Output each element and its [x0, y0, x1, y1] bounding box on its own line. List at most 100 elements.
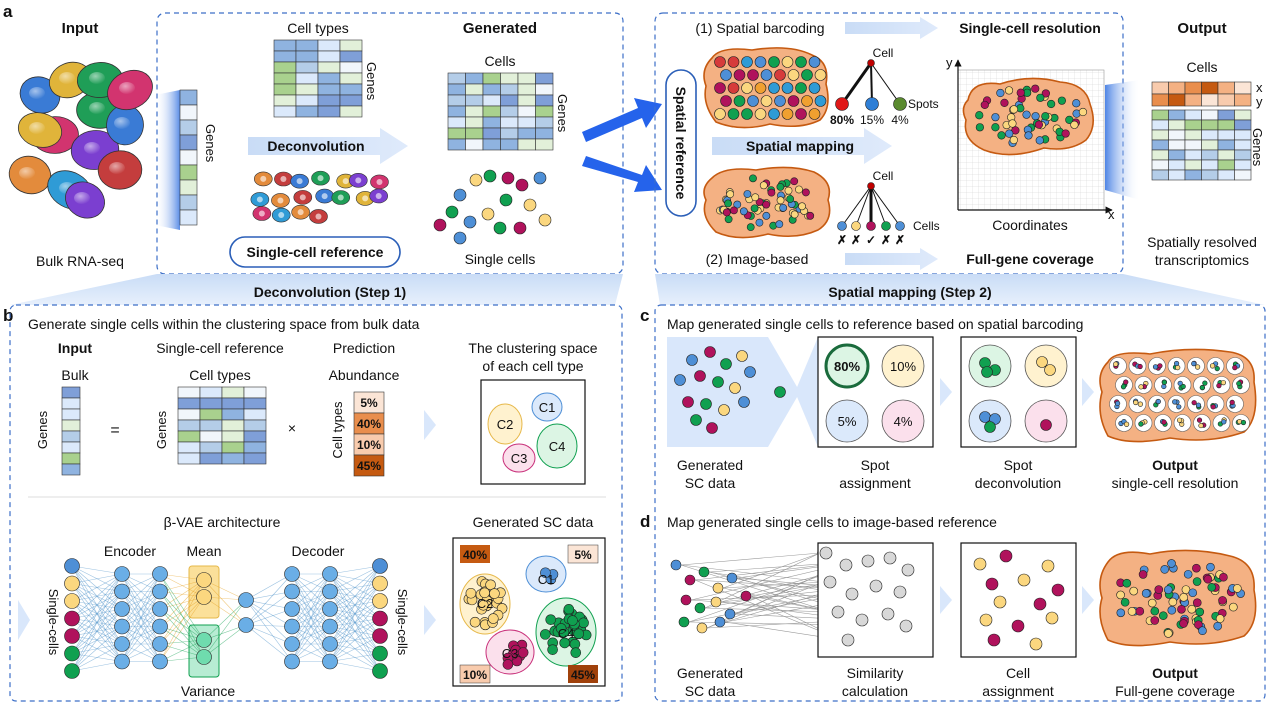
- network-edge: [71, 661, 123, 672]
- b-prediction-title: Prediction: [333, 340, 395, 356]
- barcode-spot: [733, 69, 746, 81]
- matrix-cell: [221, 408, 245, 421]
- spot-cell: [1220, 380, 1226, 386]
- network-edge: [329, 565, 381, 662]
- panel-b-box: [9, 304, 623, 702]
- d-sc-cell: [714, 616, 726, 628]
- network-edge: [329, 565, 381, 575]
- reference-gray-cell: [823, 575, 837, 589]
- d-chevron-2: [940, 586, 952, 614]
- generated-cell: [483, 169, 497, 183]
- mapped-cell: [1035, 136, 1044, 145]
- matrix-cell: [273, 50, 297, 63]
- c-cap1-1: Generated: [677, 457, 743, 473]
- d-sc-cell: [684, 574, 696, 586]
- spot-cell: [1176, 417, 1183, 423]
- output-cell: [1195, 607, 1205, 617]
- matrix-cell: [295, 72, 319, 85]
- network-edge: [245, 573, 293, 626]
- cluster-cell: [559, 637, 570, 649]
- similarity-frame: [817, 542, 934, 658]
- network-node: [114, 566, 130, 582]
- cross-icon: ✗: [851, 233, 861, 247]
- reference-cells-illustration: [250, 170, 389, 224]
- matrix-cell: [1168, 109, 1186, 121]
- matrix-cell: [1184, 119, 1202, 131]
- output-matrix: [1151, 81, 1252, 181]
- matrix-cell: [465, 127, 484, 140]
- network-edge: [71, 573, 123, 637]
- d-sc-cell: [678, 616, 690, 628]
- reference-gray-cell: [861, 554, 875, 568]
- output-cell: [1192, 577, 1202, 586]
- mapped-cell: [1022, 110, 1031, 119]
- matrix-cell: [199, 441, 223, 454]
- image-cell: [733, 200, 742, 209]
- c-chevron-in: [795, 337, 818, 447]
- spot-cell: [1120, 384, 1127, 390]
- spot-5-label: 5%: [838, 414, 857, 429]
- coord-cell: [1184, 93, 1202, 107]
- vector-cell: [61, 463, 81, 476]
- cluster-cell: [547, 644, 558, 655]
- ref-cell-nucleus: [315, 213, 322, 220]
- barcode-spot: [741, 108, 753, 120]
- image-cell: [776, 183, 785, 191]
- matrix-cell: [447, 127, 466, 140]
- arrow-to-spatial-upper: [582, 98, 662, 142]
- matrix-cell: [177, 452, 201, 465]
- clustering-title-2: of each cell type: [482, 358, 583, 374]
- similarity-link: [690, 564, 841, 601]
- network-node: [64, 628, 80, 644]
- spot-cell: [1195, 402, 1202, 408]
- tissue-cell-shine: [29, 87, 45, 99]
- d-sc-cell: [696, 622, 708, 634]
- matrix-cell: [199, 430, 223, 443]
- ref-genes-label: Genes: [364, 62, 379, 101]
- image-cell: [739, 207, 748, 216]
- barcode-spot: [733, 95, 746, 107]
- clustering-title-1: The clustering space: [468, 340, 597, 356]
- matrix-cell: [535, 116, 554, 129]
- matrix-cell: [1184, 149, 1202, 161]
- network-edge: [245, 599, 293, 627]
- network-edge: [203, 579, 247, 626]
- spot-cell: [1191, 361, 1197, 367]
- network-edge: [291, 573, 331, 610]
- image-arrow: [845, 248, 938, 270]
- vector-cell: [179, 179, 198, 196]
- spot-cell: [1232, 365, 1238, 371]
- coord-cell: [1201, 81, 1219, 95]
- network-node: [64, 645, 80, 662]
- mapped-cell: [1031, 112, 1040, 121]
- network-edge: [245, 591, 293, 626]
- matrix-cell: [243, 430, 267, 443]
- matrix-cell: [482, 105, 501, 118]
- tree-edge: [870, 62, 873, 105]
- c-query-cell: [774, 386, 786, 398]
- gen-pct-10: 10%: [463, 668, 487, 682]
- generated-cell: [515, 178, 529, 192]
- network-edge: [71, 565, 123, 575]
- coord-cell: [1184, 81, 1202, 95]
- network-edge: [159, 596, 205, 662]
- matrix-cell: [295, 50, 319, 63]
- network-node: [284, 583, 300, 600]
- matrix-cell: [447, 116, 466, 129]
- matrix-cell: [517, 83, 536, 96]
- sc-cell: [704, 346, 716, 358]
- network-edge: [329, 583, 381, 662]
- gen-pct-5-box: [567, 544, 599, 564]
- matrix-cell: [1201, 109, 1219, 121]
- network-edge: [71, 626, 123, 672]
- gen-pct-40-box: [460, 545, 490, 563]
- tree-edge: [855, 185, 872, 227]
- variance-label: Variance: [181, 683, 235, 699]
- mapped-cell: [1009, 135, 1018, 145]
- barcode-spot: [774, 69, 786, 81]
- image-cell: [743, 190, 752, 198]
- check-icon: ✓: [866, 233, 876, 247]
- matrix-cell: [317, 105, 341, 118]
- mapped-cell: [1034, 120, 1044, 129]
- generated-cell: [513, 221, 527, 235]
